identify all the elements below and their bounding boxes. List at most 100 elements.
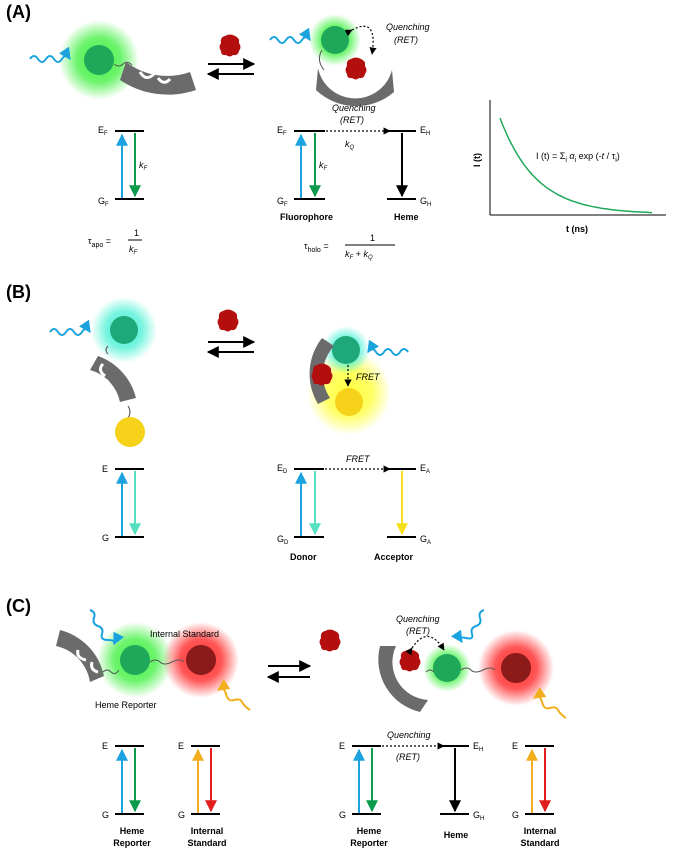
bound-heme-icon-c bbox=[399, 649, 421, 672]
excitation-arrow-holo bbox=[269, 27, 311, 44]
bound-heme-icon bbox=[345, 57, 367, 80]
decay-equation: I (t) = Σi αi exp (-t / τi) bbox=[536, 151, 620, 164]
heme-reporter-holo-line2: Reporter bbox=[350, 838, 388, 848]
binding-pocket-b bbox=[98, 362, 111, 394]
tau-holo-denominator: kF + kQ bbox=[345, 249, 373, 261]
heme-label: Heme bbox=[394, 212, 419, 222]
excitation-arrow-b-holo bbox=[367, 339, 409, 356]
quenching-label: Quenching bbox=[386, 22, 430, 32]
svg-text:E: E bbox=[512, 741, 518, 751]
svg-text:EA: EA bbox=[420, 463, 430, 475]
linker-b-bottom bbox=[127, 405, 131, 419]
linker-c-left bbox=[102, 669, 120, 675]
energy-diagram-apo: EF GF kF bbox=[98, 125, 148, 208]
svg-text:EH: EH bbox=[420, 125, 430, 137]
reporter-sphere-holo bbox=[433, 654, 461, 682]
linker-c-mid bbox=[149, 659, 185, 665]
svg-text:G: G bbox=[178, 810, 185, 820]
fluorophore-sphere-holo bbox=[321, 26, 349, 54]
energy-diagram-c-holo-reporter: E G EH GH bbox=[339, 741, 484, 822]
excitation-arrow-c-standard bbox=[217, 679, 251, 711]
heme-binding-domain-holo bbox=[316, 68, 394, 107]
panel-a-label: (A) bbox=[6, 2, 31, 22]
acceptor-label: Acceptor bbox=[374, 552, 414, 562]
energy-diagram-b-left: E G bbox=[102, 464, 144, 543]
binding-pocket bbox=[138, 71, 172, 84]
plot-x-label: t (ns) bbox=[566, 224, 588, 234]
heme-label-c: Heme bbox=[444, 830, 469, 840]
svg-text:GH: GH bbox=[473, 810, 484, 822]
internal-standard-sphere bbox=[186, 645, 216, 675]
svg-text:G: G bbox=[102, 533, 109, 543]
heme-binding-domain-c-holo bbox=[378, 646, 428, 712]
linker-c-holo-left bbox=[425, 669, 435, 673]
svg-text:kF: kF bbox=[139, 160, 148, 172]
heme-reporter-label: Heme Reporter bbox=[95, 700, 157, 710]
excitation-arrow-c-holo-standard bbox=[533, 687, 567, 719]
decay-curve bbox=[499, 117, 653, 214]
tau-apo-numerator: 1 bbox=[134, 228, 139, 238]
donor-sphere-holo bbox=[332, 336, 360, 364]
linker-c-holo-mid bbox=[460, 667, 496, 673]
panel-c-label: (C) bbox=[6, 596, 31, 616]
quenching-label-c-mid: Quenching bbox=[387, 730, 431, 740]
svg-text:E: E bbox=[102, 464, 108, 474]
heme-binding-domain-b bbox=[90, 356, 136, 402]
bound-heme-icon-b bbox=[311, 363, 333, 386]
linker bbox=[113, 61, 133, 67]
reporter-sphere bbox=[120, 645, 150, 675]
quenching-label-c: Quenching bbox=[396, 614, 440, 624]
acceptor-sphere-holo bbox=[335, 388, 363, 416]
tau-apo-equation: τapo = bbox=[88, 236, 111, 249]
binding-pocket-c bbox=[76, 649, 99, 674]
heme-icon bbox=[219, 34, 241, 57]
tau-holo-equation: τholo = bbox=[304, 241, 329, 254]
heme-icon-c bbox=[319, 629, 341, 652]
heme-icon-b bbox=[217, 309, 239, 332]
fluorophore-label: Fluorophore bbox=[280, 212, 333, 222]
energy-diagram-b-right: ED GD EA GA bbox=[277, 463, 431, 546]
decay-plot: I (t) t (ns) I (t) = Σi αi exp (-t / τi) bbox=[472, 100, 666, 234]
linker-b-top bbox=[105, 345, 109, 355]
linker-holo bbox=[318, 49, 325, 71]
excitation-arrow bbox=[29, 46, 71, 63]
internal-standard-sphere-holo bbox=[501, 653, 531, 683]
internal-standard-holo-line2: Standard bbox=[520, 838, 559, 848]
quenching-ret-label-c: (RET) bbox=[406, 626, 430, 636]
excitation-arrow-c-holo bbox=[451, 609, 485, 643]
heme-reporter-holo-line1: Heme bbox=[357, 826, 382, 836]
svg-text:ED: ED bbox=[277, 463, 288, 475]
svg-text:G: G bbox=[512, 810, 519, 820]
svg-text:kQ: kQ bbox=[345, 139, 355, 151]
fret-label: FRET bbox=[356, 372, 381, 382]
quenching-ret-label: (RET) bbox=[394, 35, 418, 45]
fluorophore-sphere bbox=[84, 45, 114, 75]
svg-text:E: E bbox=[102, 741, 108, 751]
internal-standard-line1: Internal bbox=[191, 826, 224, 836]
svg-text:E: E bbox=[339, 741, 345, 751]
quenching-label-mid: Quenching bbox=[332, 103, 376, 113]
tau-apo-denominator: kF bbox=[129, 244, 138, 256]
tau-holo-numerator: 1 bbox=[370, 233, 375, 243]
svg-text:GD: GD bbox=[277, 534, 289, 546]
quenching-arrow-c bbox=[405, 635, 445, 656]
svg-text:G: G bbox=[339, 810, 346, 820]
svg-text:kF: kF bbox=[319, 160, 328, 172]
svg-text:EH: EH bbox=[473, 741, 483, 753]
fret-label-mid: FRET bbox=[346, 454, 371, 464]
svg-text:GF: GF bbox=[277, 196, 288, 208]
energy-diagram-holo: EF GF kF EH GH kQ bbox=[277, 125, 431, 208]
excitation-arrow-c bbox=[89, 609, 125, 646]
energy-diagram-c-reporter: E G bbox=[102, 741, 144, 820]
svg-text:GH: GH bbox=[420, 196, 431, 208]
quenching-ret-label-c-mid: (RET) bbox=[396, 752, 420, 762]
quenching-arrow bbox=[344, 25, 377, 55]
excitation-arrow-b bbox=[49, 319, 91, 336]
panel-b-label: (B) bbox=[6, 282, 31, 302]
energy-diagram-c-holo-standard: E G bbox=[512, 741, 554, 820]
energy-diagram-c-standard: E G bbox=[178, 741, 220, 820]
svg-text:GA: GA bbox=[420, 534, 431, 546]
svg-text:E: E bbox=[178, 741, 184, 751]
donor-sphere bbox=[110, 316, 138, 344]
svg-text:EF: EF bbox=[98, 125, 108, 137]
